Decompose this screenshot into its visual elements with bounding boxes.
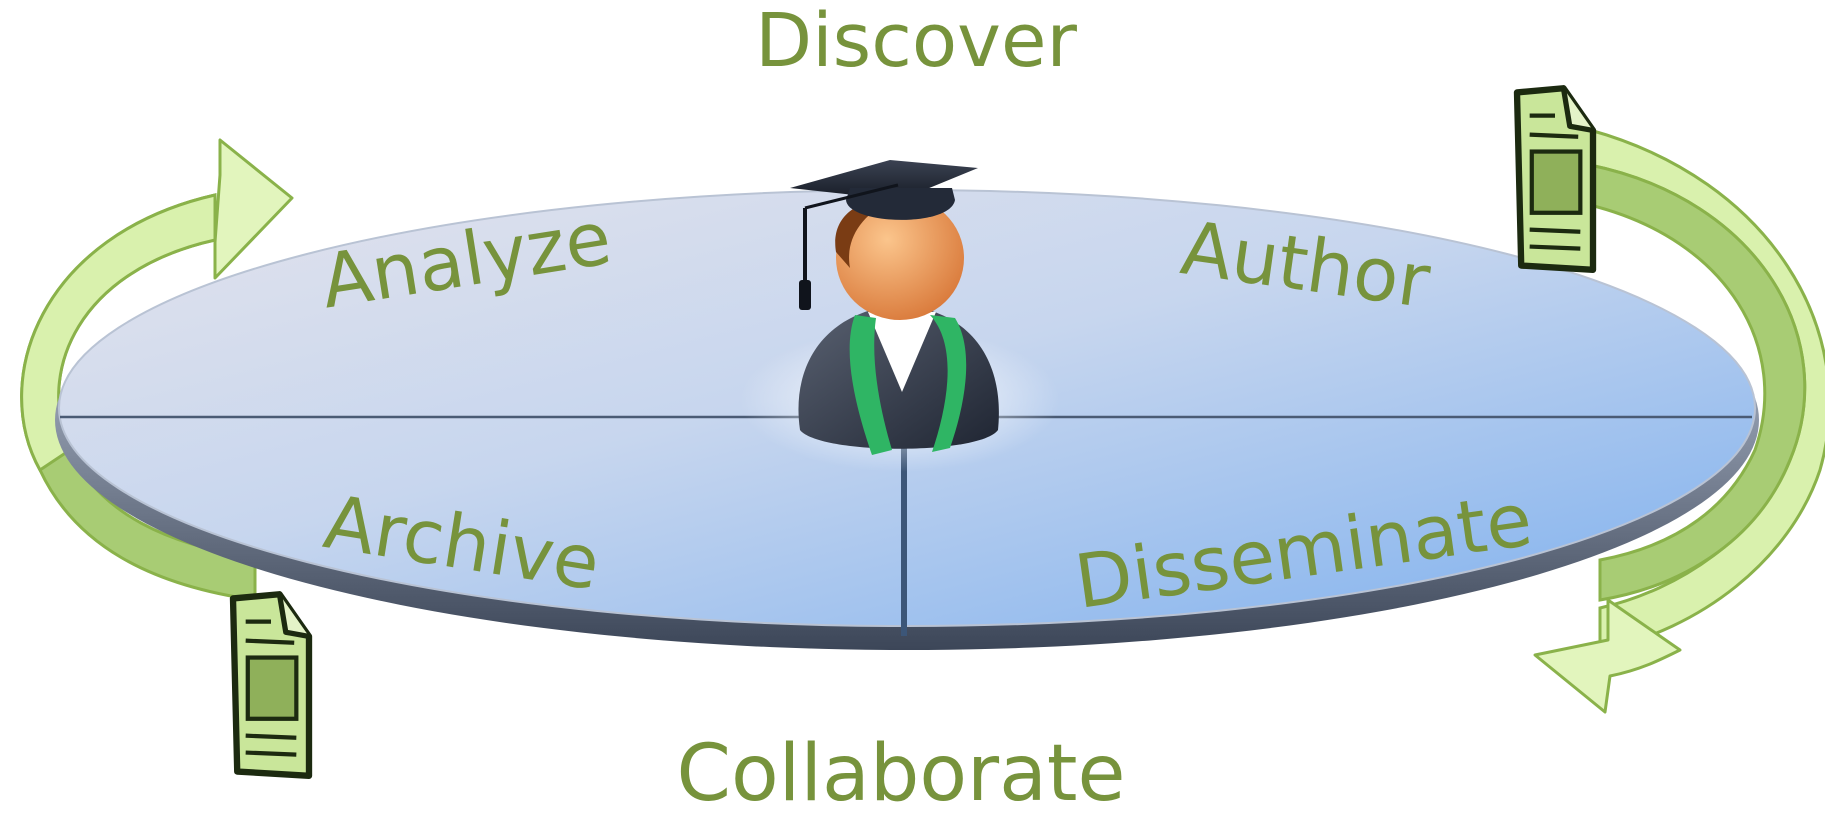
curved-arrow-icon bbox=[1533, 128, 1825, 714]
label-discover: Discover bbox=[755, 0, 1077, 84]
document-icon bbox=[233, 594, 309, 776]
label-collaborate: Collaborate bbox=[677, 729, 1126, 817]
document-icon bbox=[1517, 88, 1593, 270]
graduate-student-icon bbox=[740, 160, 1060, 472]
